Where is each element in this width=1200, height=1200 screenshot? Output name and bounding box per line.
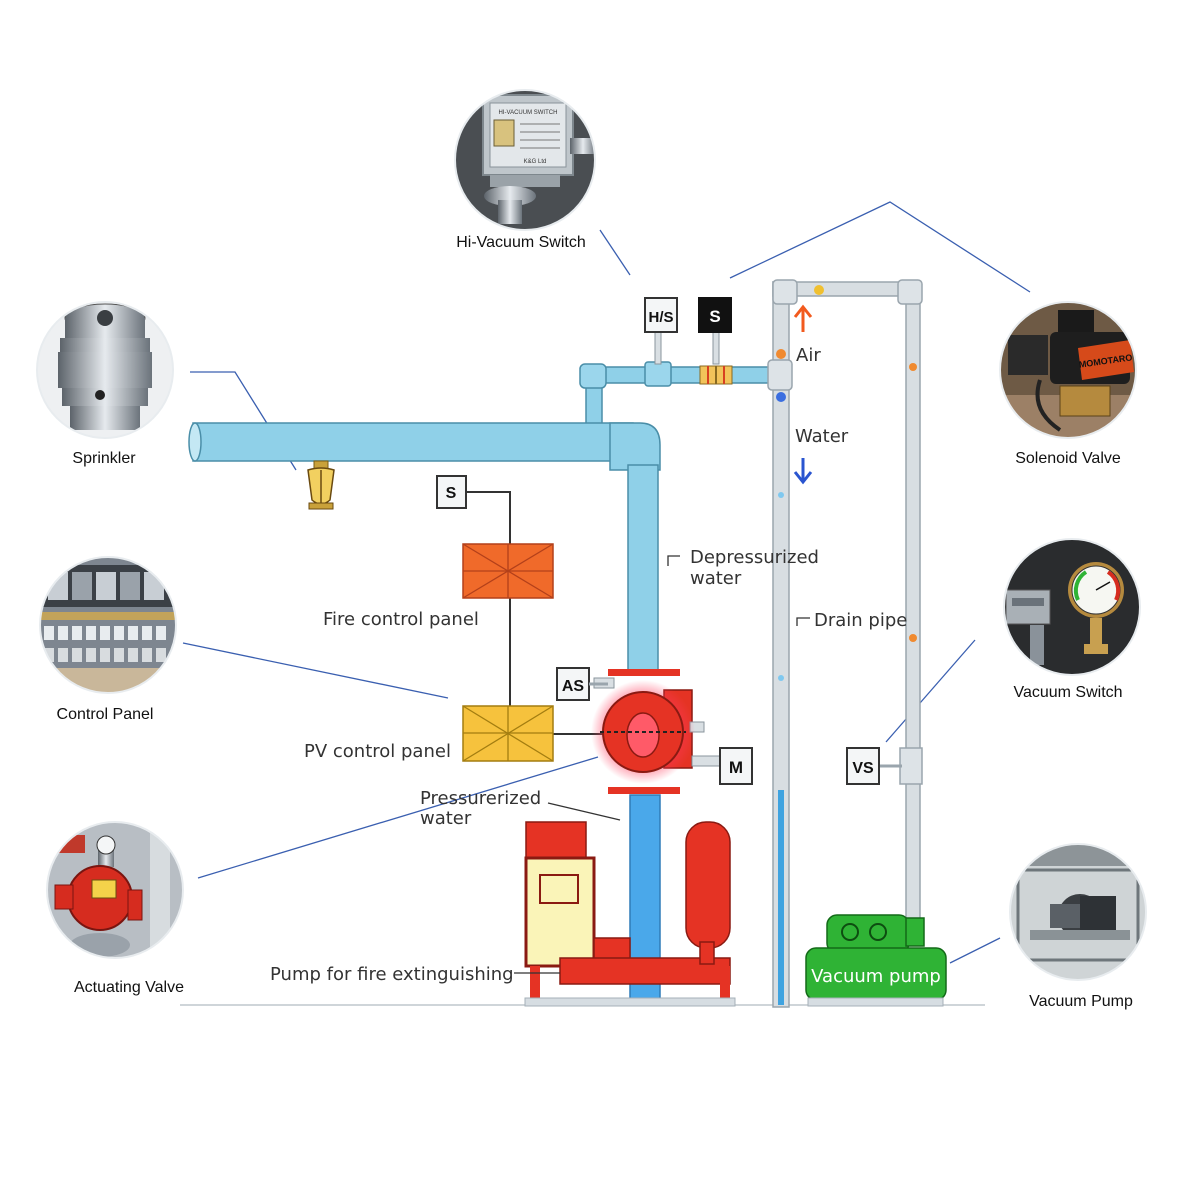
main-pipe bbox=[188, 422, 680, 1001]
vacuum-pump bbox=[805, 914, 947, 1007]
vs-fitting bbox=[899, 747, 923, 785]
vacuum-pump-photo-label: Vacuum Pump bbox=[1029, 993, 1133, 1010]
svg-text:HI-VACUUM SWITCH: HI-VACUUM SWITCH bbox=[499, 110, 558, 116]
sprinkler-head bbox=[307, 460, 335, 510]
water-arrow bbox=[793, 458, 813, 485]
fire-panel-s-badge: S bbox=[436, 475, 467, 509]
sprinkler-photo: Sprinkler bbox=[36, 301, 174, 467]
callout-line-control-panel bbox=[182, 642, 449, 699]
pv-control-panel bbox=[462, 705, 554, 762]
callout-line-solenoid-valve bbox=[729, 201, 1031, 293]
vacuum-pump-label: Vacuum pump bbox=[811, 966, 941, 987]
pump-fire-label: Pump for fire extinguishing bbox=[270, 964, 514, 985]
svg-text:S: S bbox=[446, 485, 457, 502]
m-badge: M bbox=[719, 747, 753, 785]
pressurized-label-line2: water bbox=[420, 808, 472, 829]
vacuum-switch-label: Vacuum Switch bbox=[1013, 684, 1122, 701]
top-manifold bbox=[579, 329, 793, 426]
hi-vacuum-switch-photo: HI-VACUUM SWITCH K&G Ltd Hi-Vacuum Switc… bbox=[454, 89, 596, 251]
hvs-badge: H/S bbox=[644, 297, 678, 333]
vacuum-switch-photo: Vacuum Switch bbox=[1003, 538, 1141, 701]
drain-pipe-leader bbox=[796, 617, 810, 626]
actuating-valve bbox=[591, 677, 721, 784]
callout-line-hi-vacuum-switch bbox=[599, 229, 631, 276]
pressurized-leader bbox=[547, 802, 621, 821]
vs-badge: VS bbox=[846, 747, 880, 785]
actuating-valve-photo: Actuating Valve bbox=[46, 821, 184, 996]
svg-text:H/S: H/S bbox=[648, 309, 673, 326]
fire-pump bbox=[524, 821, 736, 1007]
air-label: Air bbox=[796, 345, 821, 366]
depressurized-leader bbox=[667, 555, 680, 566]
pressurized-label-line1: Pressurerized bbox=[420, 788, 541, 809]
as-badge: AS bbox=[556, 667, 608, 701]
sprinkler-label: Sprinkler bbox=[72, 450, 136, 467]
solenoid-valve-label: Solenoid Valve bbox=[1015, 450, 1121, 467]
callout-line-vacuum-pump bbox=[949, 937, 1001, 964]
svg-text:VS: VS bbox=[852, 760, 874, 777]
pv-control-panel-label: PV control panel bbox=[304, 741, 451, 762]
solenoid-valve-photo: MOMOTARO Solenoid Valve bbox=[999, 301, 1137, 467]
control-panel-label: Control Panel bbox=[57, 706, 154, 723]
svg-text:S: S bbox=[709, 307, 720, 326]
drain-pipe bbox=[772, 279, 923, 1008]
callout-lines bbox=[182, 201, 1031, 964]
control-panel-photo: Control Panel bbox=[39, 556, 177, 723]
solenoid-s-badge: S bbox=[698, 297, 732, 333]
hi-vacuum-switch-label: Hi-Vacuum Switch bbox=[456, 234, 586, 251]
svg-text:K&G Ltd: K&G Ltd bbox=[524, 159, 547, 165]
air-arrow bbox=[793, 304, 813, 332]
fire-control-panel bbox=[462, 543, 554, 599]
depressurized-label-line2: water bbox=[690, 568, 742, 589]
vacuum-pump-photo: Vacuum Pump bbox=[1009, 843, 1147, 1010]
svg-text:AS: AS bbox=[562, 678, 585, 695]
water-label: Water bbox=[795, 426, 849, 447]
callout-line-actuating-valve bbox=[197, 756, 599, 879]
actuating-valve-label: Actuating Valve bbox=[74, 979, 184, 996]
depressurized-label-line1: Depressurized bbox=[690, 547, 819, 568]
callout-line-vacuum-switch bbox=[885, 639, 976, 743]
fire-control-panel-label: Fire control panel bbox=[323, 609, 479, 630]
drain-pipe-label: Drain pipe bbox=[814, 610, 907, 631]
svg-text:M: M bbox=[729, 758, 743, 777]
